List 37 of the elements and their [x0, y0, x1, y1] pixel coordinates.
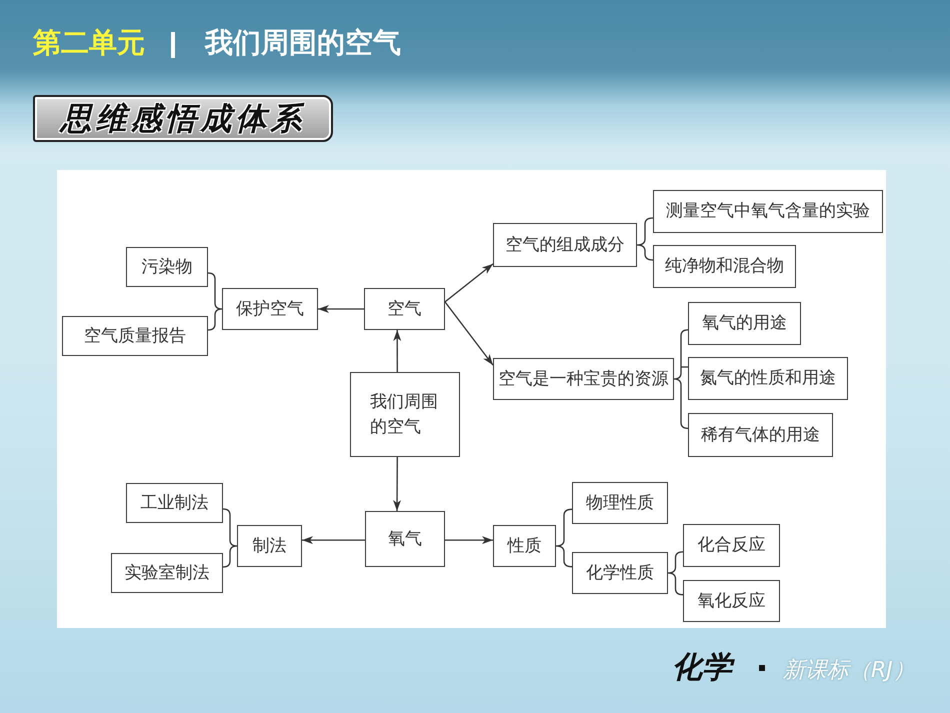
- arrow: [445, 536, 493, 544]
- brace-connector: [636, 217, 654, 261]
- concept-box: 氧气的用途: [688, 302, 801, 345]
- concept-box: 空气: [364, 288, 445, 330]
- concept-box: 化学性质: [572, 552, 668, 594]
- brace-connector: [222, 508, 238, 568]
- section-banner: 思维感悟成体系: [33, 95, 333, 142]
- concept-box: 物理性质: [572, 482, 668, 524]
- brace-connector: [667, 551, 684, 596]
- concept-box: 污染物: [126, 247, 208, 287]
- arrow: [393, 330, 402, 372]
- concept-box: 氧化反应: [683, 580, 780, 622]
- concept-box: 氮气的性质和用途: [688, 357, 848, 400]
- arrow: [318, 305, 364, 313]
- edition-label: 新课标（RJ）: [783, 658, 915, 684]
- arrow: [302, 536, 365, 544]
- chapter-title: 我们周围的空气: [205, 26, 401, 60]
- brace-connector: [555, 508, 572, 568]
- concept-box: 保护空气: [222, 288, 318, 330]
- concept-box: 制法: [237, 525, 302, 567]
- concept-box: 化合反应: [683, 524, 780, 567]
- concept-box: 空气质量报告: [62, 316, 208, 356]
- concept-box: 我们周围的空气: [350, 372, 460, 457]
- concept-box: 实验室制法: [111, 553, 223, 593]
- concept-box: 空气的组成成分: [493, 223, 637, 267]
- concept-box: 纯净物和混合物: [653, 245, 796, 288]
- concept-box: 工业制法: [126, 483, 223, 523]
- unit-title: 第二单元: [33, 26, 145, 60]
- arrow: [444, 302, 494, 366]
- arrow: [393, 457, 402, 511]
- concept-box: 稀有气体的用途: [688, 413, 833, 457]
- concept-box: 性质: [493, 525, 556, 567]
- concept-box: 空气是一种宝贵的资源: [493, 358, 674, 400]
- concept-box: 测量空气中氧气含量的实验: [653, 190, 883, 233]
- concept-box: 氧气: [365, 511, 445, 567]
- arrow: [444, 263, 494, 302]
- brace-connector: [673, 329, 689, 430]
